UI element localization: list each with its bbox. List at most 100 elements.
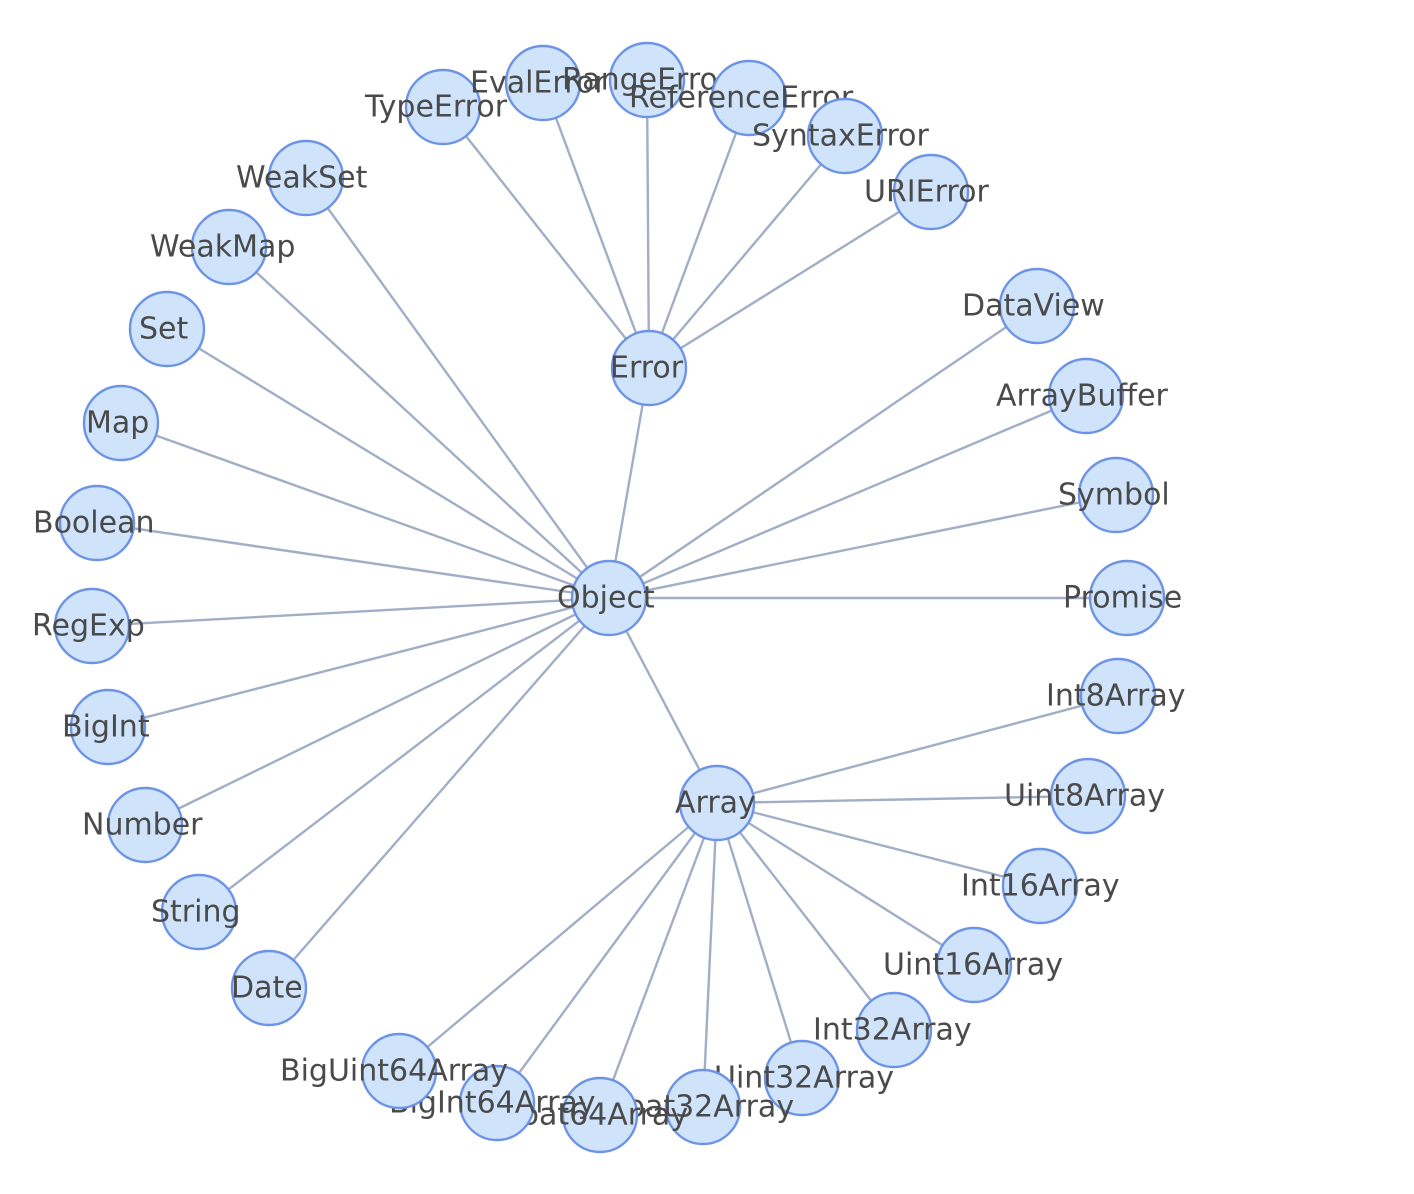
node-label: WeakSet xyxy=(236,161,368,196)
edge-object-error xyxy=(607,367,651,599)
node-big-int64-array[interactable]: BigInt64Array xyxy=(389,1064,596,1142)
node-string[interactable]: String xyxy=(151,873,241,951)
edge-object-array-buffer xyxy=(608,394,1087,600)
edge-object-big-int xyxy=(107,596,610,729)
edge-object-array xyxy=(607,597,719,804)
node-object[interactable]: Object xyxy=(557,559,655,637)
node-circle[interactable] xyxy=(561,1076,639,1154)
node-label: TypeError xyxy=(364,90,508,125)
edge-error-range-error xyxy=(645,79,651,369)
node-number[interactable]: Number xyxy=(82,786,203,864)
edges-layer xyxy=(91,79,1127,1116)
node-circle[interactable] xyxy=(892,153,970,231)
node-range-error[interactable]: RangeError xyxy=(562,41,731,119)
node-circle[interactable] xyxy=(128,290,206,368)
edge-object-weak-set xyxy=(305,177,610,599)
node-circle[interactable] xyxy=(458,1064,536,1142)
node-label: Promise xyxy=(1063,581,1182,616)
node-uint8-array[interactable]: Uint8Array xyxy=(1004,757,1165,835)
node-circle[interactable] xyxy=(1077,456,1155,534)
node-circle[interactable] xyxy=(998,267,1076,345)
edge-object-set xyxy=(166,327,610,600)
node-circle[interactable] xyxy=(806,97,884,175)
node-label: RangeError xyxy=(562,63,731,98)
edge-error-uri-error xyxy=(648,190,932,370)
node-syntax-error[interactable]: SyntaxError xyxy=(752,97,930,175)
node-eval-error[interactable]: EvalError xyxy=(470,44,607,122)
node-circle[interactable] xyxy=(763,1039,841,1117)
node-circle[interactable] xyxy=(935,926,1013,1004)
node-label: Error xyxy=(610,351,684,386)
node-circle[interactable] xyxy=(82,384,160,462)
node-label: ArrayBuffer xyxy=(996,379,1169,414)
node-circle[interactable] xyxy=(106,786,184,864)
node-weak-map[interactable]: WeakMap xyxy=(150,208,295,286)
node-data-view[interactable]: DataView xyxy=(962,267,1105,345)
node-uint16-array[interactable]: Uint16Array xyxy=(883,926,1063,1004)
node-label: ReferenceError xyxy=(629,81,854,116)
edge-array-int8-array xyxy=(716,694,1119,805)
node-label: DataView xyxy=(962,289,1105,324)
node-circle[interactable] xyxy=(664,1068,742,1146)
node-label: Int8Array xyxy=(1046,679,1186,714)
edge-array-uint16-array xyxy=(716,801,975,967)
edge-object-reg-exp xyxy=(91,596,610,628)
node-label: String xyxy=(151,895,241,930)
node-weak-set[interactable]: WeakSet xyxy=(236,139,368,217)
node-circle[interactable] xyxy=(69,688,147,766)
node-circle[interactable] xyxy=(404,68,482,146)
node-label: Uint8Array xyxy=(1004,779,1165,814)
node-label: Map xyxy=(86,406,149,441)
node-circle[interactable] xyxy=(267,139,345,217)
node-uint32-array[interactable]: Uint32Array xyxy=(714,1039,894,1117)
node-circle[interactable] xyxy=(1049,757,1127,835)
node-promise[interactable]: Promise xyxy=(1063,559,1182,637)
node-int32-array[interactable]: Int32Array xyxy=(813,991,972,1069)
node-label: Object xyxy=(557,581,655,616)
node-label: Uint32Array xyxy=(714,1061,894,1096)
node-int16-array[interactable]: Int16Array xyxy=(961,847,1120,925)
edge-object-symbol xyxy=(608,493,1117,600)
node-circle[interactable] xyxy=(1047,357,1125,435)
node-label: WeakMap xyxy=(150,230,295,265)
node-big-uint64-array[interactable]: BigUint64Array xyxy=(280,1032,508,1110)
node-circle[interactable] xyxy=(855,991,933,1069)
node-label: RegExp xyxy=(32,609,145,644)
node-circle[interactable] xyxy=(710,59,788,137)
node-boolean[interactable]: Boolean xyxy=(33,484,154,562)
node-array-buffer[interactable]: ArrayBuffer xyxy=(996,357,1169,435)
node-circle[interactable] xyxy=(1088,559,1166,637)
node-reg-exp[interactable]: RegExp xyxy=(32,587,145,665)
edge-array-int16-array xyxy=(716,801,1041,888)
node-circle[interactable] xyxy=(678,764,756,842)
node-circle[interactable] xyxy=(190,208,268,286)
node-circle[interactable] xyxy=(360,1032,438,1110)
node-uri-error[interactable]: URIError xyxy=(864,153,989,231)
node-circle[interactable] xyxy=(1001,847,1079,925)
node-array[interactable]: Array xyxy=(675,764,756,842)
node-label: Symbol xyxy=(1058,478,1170,513)
node-map[interactable]: Map xyxy=(82,384,160,462)
node-label: EvalError xyxy=(470,66,607,101)
node-symbol[interactable]: Symbol xyxy=(1058,456,1170,534)
node-circle[interactable] xyxy=(610,329,688,407)
node-label: Boolean xyxy=(33,506,154,541)
node-label: SyntaxError xyxy=(752,119,930,154)
node-circle[interactable] xyxy=(608,41,686,119)
node-circle[interactable] xyxy=(504,44,582,122)
node-circle[interactable] xyxy=(160,873,238,951)
node-circle[interactable] xyxy=(230,949,308,1027)
node-date[interactable]: Date xyxy=(230,949,308,1027)
node-reference-error[interactable]: ReferenceError xyxy=(629,59,854,137)
node-circle[interactable] xyxy=(58,484,136,562)
node-int8-array[interactable]: Int8Array xyxy=(1046,657,1186,735)
node-type-error[interactable]: TypeError xyxy=(364,68,508,146)
node-circle[interactable] xyxy=(1079,657,1157,735)
node-error[interactable]: Error xyxy=(610,329,688,407)
node-circle[interactable] xyxy=(53,587,131,665)
node-big-int[interactable]: BigInt xyxy=(62,688,150,766)
node-set[interactable]: Set xyxy=(128,290,206,368)
edge-error-type-error xyxy=(442,106,650,369)
node-circle[interactable] xyxy=(570,559,648,637)
